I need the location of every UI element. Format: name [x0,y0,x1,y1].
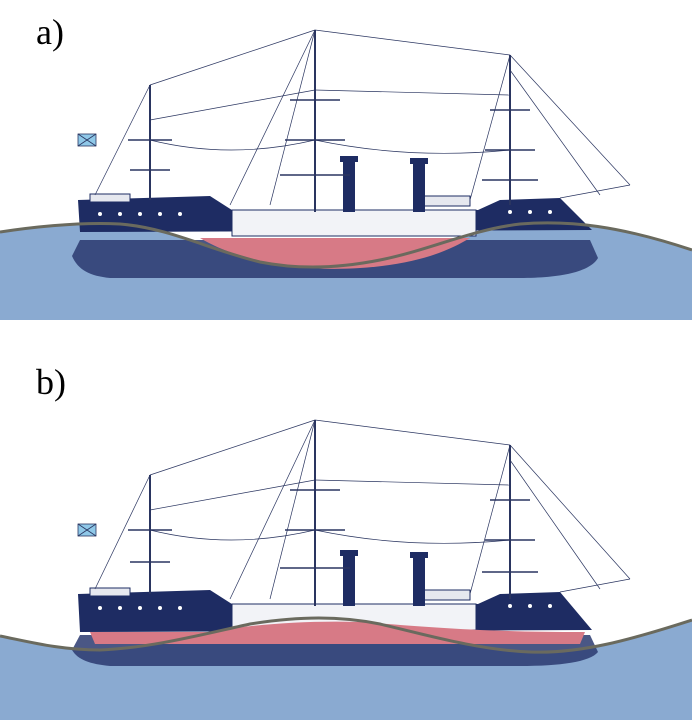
wave-profile-line [0,221,692,269]
panel-b: b) [0,350,692,720]
ship [77,419,631,644]
ship-on-wave-crest-scene [0,29,692,320]
panel-a: a) [0,0,692,320]
wave-profile-line [0,616,692,654]
panel-label-a: a) [36,12,64,52]
panel-label-b: b) [36,362,66,402]
ship-in-wave-trough-scene [0,419,692,720]
ship [77,29,631,269]
